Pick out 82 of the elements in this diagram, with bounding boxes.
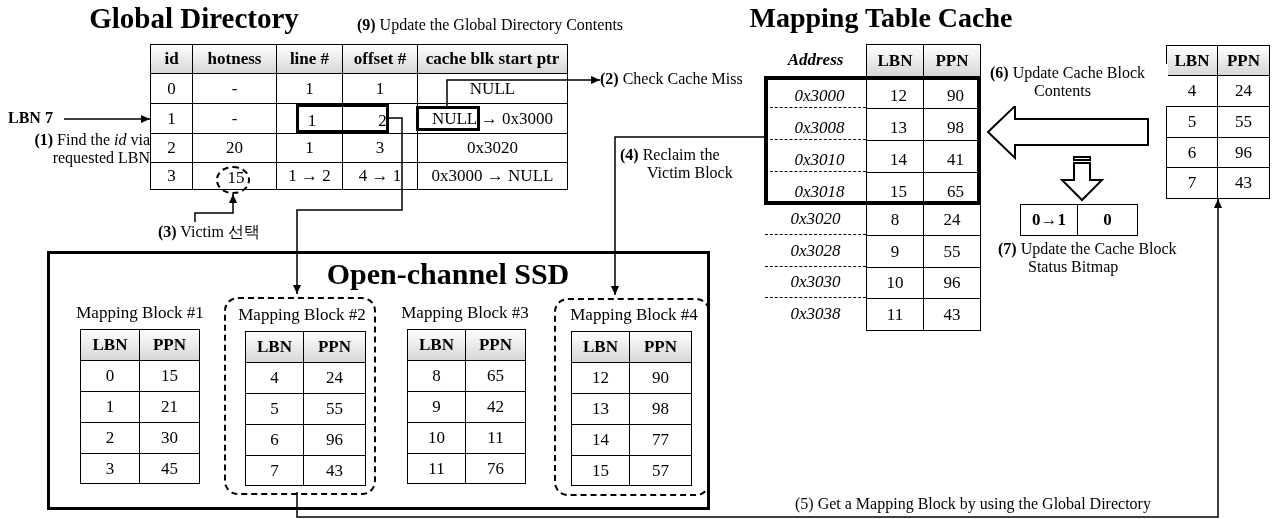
table-cell: 0→1	[1020, 204, 1078, 236]
table-cell: 45	[139, 453, 200, 484]
arrow	[293, 117, 403, 295]
table-cell: 57	[629, 455, 692, 486]
block-arrow	[1059, 156, 1105, 202]
highlight-box	[416, 106, 480, 131]
table-cell: 7	[1166, 167, 1218, 199]
cell-value: 65	[947, 180, 964, 203]
header-cell: LBN	[80, 329, 140, 361]
table-cell: 43	[1217, 167, 1270, 199]
dashed-block-frame	[224, 297, 376, 495]
dashed-circle	[216, 166, 250, 194]
arrow	[446, 76, 601, 107]
cell-value: 0x3000	[794, 85, 845, 107]
input-label: LBN 7	[8, 109, 64, 129]
header-cell: LBN	[245, 331, 304, 363]
cell-value: 12	[890, 85, 907, 107]
cell-value: 15	[227, 166, 245, 189]
cell-value: 13	[890, 117, 907, 139]
block-label: Mapping Block #4	[569, 305, 699, 326]
table-cell: 11	[407, 453, 466, 484]
cell-value: 41	[947, 149, 964, 171]
table-cell: 11	[866, 298, 924, 331]
ssd-frame	[47, 251, 710, 510]
header-cell: line #	[276, 44, 343, 74]
dashed-block-frame	[554, 298, 710, 496]
cell-value: 90	[947, 85, 964, 107]
table-cell: 0	[1077, 204, 1138, 236]
header-cell: PPN	[923, 44, 981, 77]
block-arrow	[986, 103, 1149, 161]
block-label: Mapping Block #3	[400, 303, 530, 324]
arrow	[296, 198, 1222, 518]
cell-value: 0x3010	[794, 149, 845, 171]
block-label: Mapping Block #1	[75, 303, 205, 324]
edge-label: (6) Update Cache Block Contents	[990, 64, 1168, 106]
header-cell: PPN	[465, 329, 526, 361]
header-cell: cache blk start ptr	[417, 44, 568, 74]
table-cell: 43	[303, 455, 366, 486]
step-note: (1) Find the id via requested LBN	[33, 131, 150, 169]
table-title: Open-channel SSD	[325, 257, 571, 292]
address-cell: 0x3020	[765, 203, 866, 235]
arrow	[194, 193, 237, 223]
step-note: (3) Victim 선택	[158, 222, 284, 246]
table-cell: 7	[245, 455, 304, 486]
highlight-box	[296, 104, 389, 133]
header-cell: LBN	[1166, 45, 1218, 76]
column-header: Address	[786, 49, 845, 71]
cell-value: 98	[947, 117, 964, 139]
step-note: (7) Update the Cache Block Status Bitmap	[998, 240, 1178, 278]
header-cell: hotness	[192, 44, 277, 74]
cell-value: 1	[307, 110, 317, 132]
highlight-box	[764, 76, 981, 205]
header-cell: LBN	[407, 329, 466, 361]
header-cell: LBN	[866, 44, 924, 77]
table-cell: 0x3000 → NULL	[417, 162, 568, 190]
block-label: Mapping Block #2	[237, 305, 367, 326]
header-cell: PPN	[139, 329, 200, 361]
cell-value: 0x3018	[794, 180, 845, 203]
cell-value: 15	[890, 180, 907, 203]
table-cell: 3	[150, 162, 193, 190]
header-cell: LBN	[571, 331, 630, 363]
header-cell: offset #	[342, 44, 418, 74]
arrow	[611, 136, 765, 296]
cell-value: 2	[378, 110, 387, 132]
table-cell: 3	[80, 453, 140, 484]
table-cell: 76	[465, 453, 526, 484]
address-cell: 0x3028	[765, 235, 866, 267]
step-note: (9) Update the Global Directory Contents	[355, 16, 625, 36]
header-cell: PPN	[1217, 45, 1270, 76]
address-cell-text: 0x3038	[789, 303, 842, 325]
cell-value: 14	[890, 149, 907, 171]
arrow	[63, 115, 151, 123]
header-cell: id	[150, 44, 193, 74]
table-title: Global Directory	[88, 2, 300, 36]
header-cell: PPN	[629, 331, 692, 363]
cell-value: 0x3008	[794, 117, 845, 139]
table-title: Mapping Table Cache	[748, 2, 1014, 35]
table-cell: 43	[923, 298, 981, 331]
header-cell: PPN	[303, 331, 366, 363]
table-cell: 15	[571, 455, 630, 486]
address-cell: 0x3030	[765, 267, 866, 298]
step-note: (2) Check Cache Miss	[600, 70, 770, 92]
